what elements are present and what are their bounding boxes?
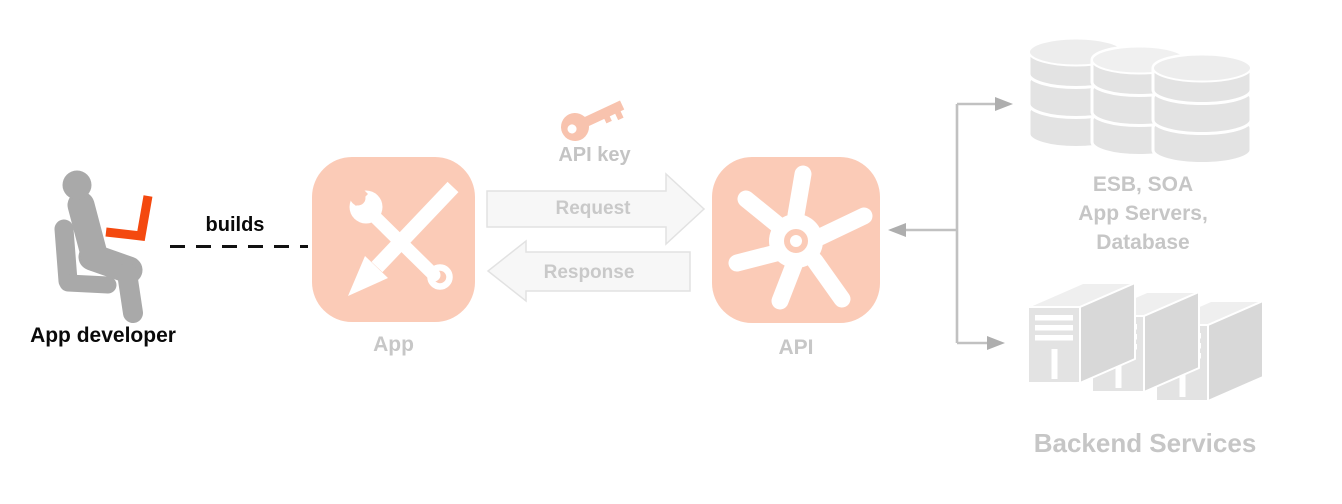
- response-arrow: [486, 239, 691, 303]
- esb-soa-line2: App Servers,: [1078, 202, 1208, 225]
- api-label: API: [778, 336, 814, 359]
- turbine-gear-icon: [712, 157, 880, 323]
- server-towers-icon: [1027, 282, 1264, 402]
- key-icon: [561, 100, 625, 141]
- builds-label: builds: [205, 214, 265, 236]
- laptop-icon: [105, 195, 153, 241]
- request-arrow: [486, 172, 706, 246]
- developer-label: App developer: [30, 324, 176, 347]
- builds-dashed-line: [170, 245, 308, 248]
- backend-connector-arrows: [888, 97, 1013, 350]
- database-cylinders-icon: [1027, 37, 1253, 165]
- backend-services-label: Backend Services: [1033, 428, 1257, 458]
- esb-soa-line3: Database: [1096, 231, 1190, 254]
- response-label: Response: [543, 262, 635, 283]
- wrench-pencil-icon: [312, 157, 475, 322]
- person-at-laptop-icon: [54, 170, 153, 323]
- api-key-label: API key: [558, 144, 631, 166]
- esb-soa-label: ESB, SOA App Servers, Database: [1028, 170, 1258, 257]
- esb-soa-line1: ESB, SOA: [1092, 173, 1194, 196]
- request-label: Request: [555, 198, 631, 219]
- app-label: App: [373, 333, 414, 356]
